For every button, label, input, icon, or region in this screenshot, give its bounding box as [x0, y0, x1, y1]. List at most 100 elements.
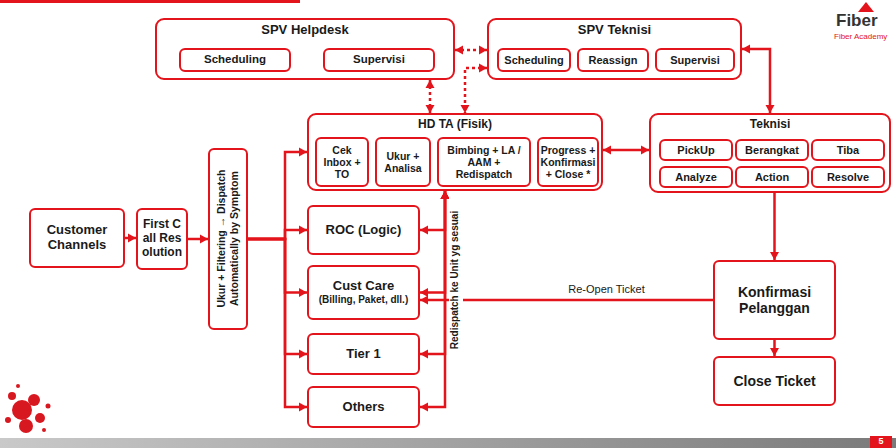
box-label: Progress + Konfirmasi + Close * — [541, 144, 596, 180]
box-label: Resolve — [827, 171, 869, 184]
unit-box: Cust Care(Billing, Paket, dll.) — [307, 265, 420, 320]
group-title: SPV Teknisi — [489, 20, 740, 38]
task-box: Scheduling — [497, 48, 571, 72]
step-box: Berangkat — [735, 139, 809, 161]
vertical-note: Redispatch ke Unit yg sesuai — [449, 195, 463, 365]
arrow-head — [420, 226, 428, 235]
group-title: Teknisi — [651, 115, 889, 132]
arrow-head — [455, 46, 463, 55]
box-label: Ukur + Analisa — [380, 150, 426, 174]
connector-line — [420, 191, 445, 293]
dotted-connector — [455, 46, 487, 55]
task-box: Supervisi — [323, 48, 435, 72]
connector-line — [420, 299, 713, 302]
arrow-head — [603, 146, 611, 155]
process-box: Close Ticket — [713, 356, 836, 406]
task-box: Ukur + Analisa — [375, 137, 431, 187]
arrow-head — [479, 64, 487, 73]
arrow-head — [299, 288, 307, 297]
box-label: Cust Care — [333, 279, 394, 294]
box-label: Tier 1 — [346, 347, 380, 362]
page-number: 5 — [870, 437, 892, 447]
arrow-connector — [742, 45, 775, 114]
arrow-head — [479, 46, 487, 55]
group-title: HD TA (Fisik) — [309, 115, 601, 132]
arrow-head — [426, 105, 435, 113]
arrow-head — [641, 146, 649, 155]
task-box: Scheduling — [179, 48, 291, 72]
step-box: PickUp — [659, 139, 733, 161]
box-label: Bimbing + LA / AAM + Redispatch — [442, 144, 526, 180]
process-box: Konfirmasi Pelanggan — [713, 260, 836, 340]
edge-label: Re-Open Ticket — [565, 283, 647, 295]
box-label: Supervisi — [670, 54, 720, 67]
arrow-connector — [248, 239, 307, 359]
box-label: Scheduling — [204, 53, 266, 66]
arrow-head — [299, 226, 307, 235]
box-label: Cek Inbox + TO — [320, 144, 364, 180]
box-label: PickUp — [677, 144, 714, 157]
connector-line — [248, 230, 307, 239]
unit-box: Others — [307, 386, 420, 428]
dotted-connector — [426, 80, 435, 113]
box-label: Scheduling — [504, 54, 563, 67]
top-strip — [0, 0, 300, 3]
arrow-head — [420, 296, 428, 305]
task-box: Progress + Konfirmasi + Close * — [537, 137, 599, 187]
connector-line — [248, 239, 307, 407]
task-box: Bimbing + LA / AAM + Redispatch — [437, 137, 531, 187]
group-panel: SPV HelpdeskScheduling Supervisi — [155, 18, 455, 80]
arrow-connector — [188, 235, 208, 244]
task-box: Supervisi — [655, 48, 735, 72]
group-panel: HD TA (Fisik) Cek Inbox + TO Ukur + Analis… — [307, 113, 603, 191]
connector-line — [248, 239, 307, 293]
box-label: Tiba — [837, 144, 859, 157]
task-box: Cek Inbox + TO — [315, 137, 369, 187]
box-label: (Billing, Paket, dll.) — [319, 294, 408, 306]
box-label: Reassign — [589, 54, 638, 67]
page-box — [870, 436, 892, 448]
connector-line — [742, 49, 770, 113]
logo-subtext: Fiber Academy — [834, 33, 887, 42]
arrow-head — [200, 235, 208, 244]
arrow-head — [299, 148, 307, 157]
logo-mark — [858, 2, 874, 12]
task-box: Reassign — [577, 48, 649, 72]
process-box: Customer Channels — [29, 208, 125, 268]
box-label: Action — [755, 171, 789, 184]
box-label: Customer Channels — [34, 223, 120, 253]
arrow-connector — [125, 234, 136, 243]
arrow-head — [128, 234, 136, 243]
connector-line — [773, 193, 776, 260]
logo-text: Fiber — [836, 12, 878, 31]
connector-line — [248, 152, 307, 239]
arrow-connector — [770, 340, 779, 356]
process-box: First Call Resolution — [136, 208, 188, 270]
arrow-head — [461, 105, 470, 113]
arrow-connector — [248, 239, 307, 412]
step-box: Action — [735, 166, 809, 188]
arrow-head — [770, 348, 779, 356]
unit-box: Tier 1 — [307, 333, 420, 375]
box-label: ROC (Logic) — [326, 223, 402, 238]
arrow-head — [420, 403, 428, 412]
box-label: Others — [343, 400, 385, 415]
box-label: Berangkat — [745, 144, 799, 157]
ink-splash — [5, 384, 51, 433]
connector-line — [248, 239, 307, 354]
arrow-connector — [248, 226, 307, 240]
box-label: First Call Resolution — [141, 218, 183, 259]
footer-bar — [0, 438, 896, 448]
arrow-connector — [248, 239, 307, 297]
arrow-head — [299, 350, 307, 359]
arrow-head — [420, 288, 428, 297]
arrow-connector — [420, 296, 713, 305]
box-label: Close Ticket — [733, 373, 815, 389]
box-label: Ukur + Filtering → Dispatch Automaticall… — [215, 153, 240, 325]
step-box: Tiba — [811, 139, 885, 161]
step-box: Analyze — [659, 166, 733, 188]
box-label: Analyze — [675, 171, 717, 184]
connector-line — [420, 191, 445, 354]
dotted-connector — [461, 64, 488, 114]
group-title: SPV Helpdesk — [157, 20, 453, 38]
